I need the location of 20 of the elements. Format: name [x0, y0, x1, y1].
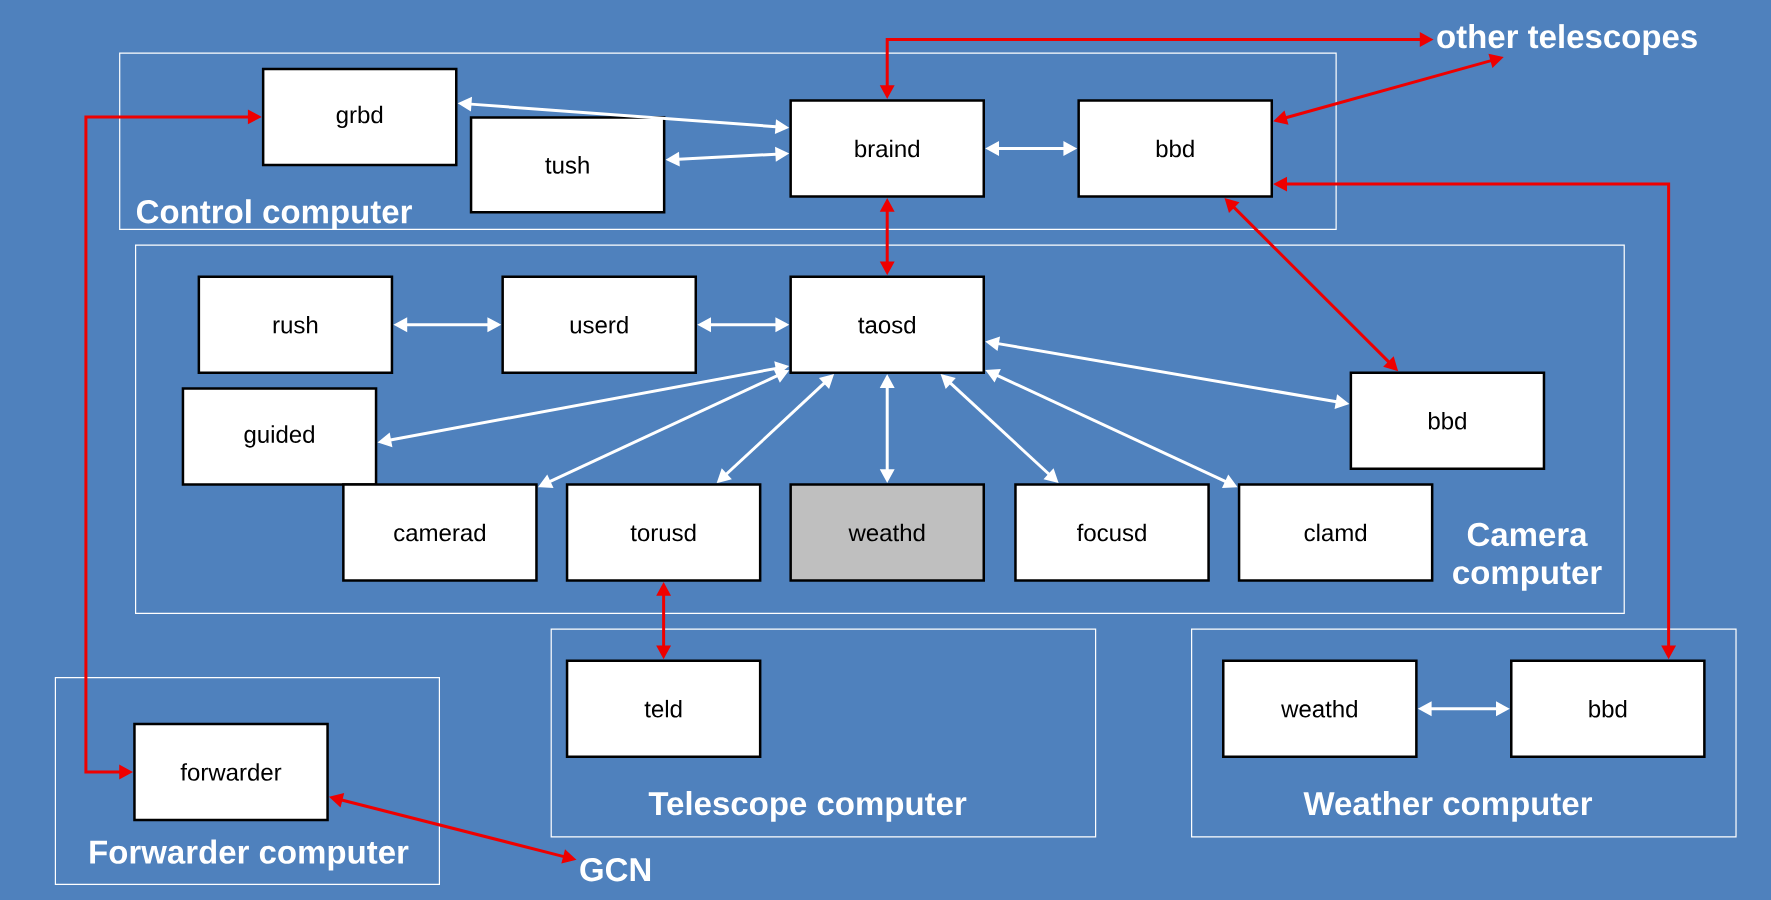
process-box: bbd — [1349, 371, 1546, 470]
process-box: bbd — [1077, 99, 1273, 198]
process-box: forwarder — [133, 722, 329, 822]
process-box: focusd — [1014, 483, 1210, 582]
process-box: grbd — [261, 67, 458, 167]
process-box: taosd — [789, 275, 985, 374]
process-box: userd — [501, 275, 697, 374]
text-label: GCN — [580, 858, 651, 882]
process-box: braind — [789, 99, 985, 198]
process-box: teld — [565, 659, 762, 758]
process-box: tush — [469, 116, 666, 214]
process-box: guided — [181, 387, 378, 486]
process-box: weathd — [789, 483, 985, 582]
process-box: bbd — [1510, 659, 1706, 758]
process-box: clamd — [1237, 483, 1434, 582]
process-box: rush — [197, 275, 394, 374]
text-label: other telescopes — [1437, 24, 1697, 55]
process-box: camerad — [342, 483, 538, 582]
process-box: weathd — [1222, 659, 1418, 758]
process-box: torusd — [565, 483, 762, 582]
